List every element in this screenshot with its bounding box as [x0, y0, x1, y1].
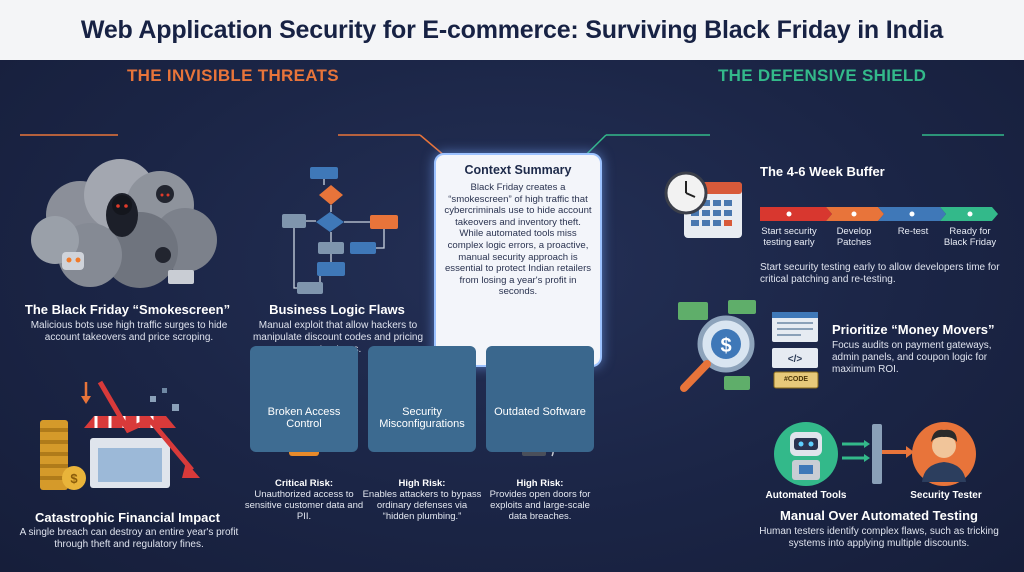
context-summary-box: Context Summary Black Friday creates a “…: [434, 153, 602, 367]
risk-misconfig: High Risk: Enables attackers to bypass o…: [362, 478, 482, 522]
logic-flaws-title: Business Logic Flaws: [269, 302, 405, 317]
timeline-step-3: Re-test: [897, 226, 929, 237]
smoke-cloud-icon: [31, 159, 217, 288]
svg-text:$: $: [720, 335, 731, 357]
smokescreen-desc: Malicious bots use high traffic surges t…: [30, 320, 228, 343]
smokescreen-title: The Black Friday “Smokescreen”: [24, 302, 231, 317]
threats-heading: THE INVISIBLE THREATS: [127, 66, 339, 85]
page-title: Web Application Security for E-commerce:…: [80, 15, 944, 44]
risk-desc: Unauthorized access to sensitive custome…: [244, 489, 364, 522]
code-tag-label: #CODE: [783, 376, 809, 383]
header-bar: Web Application Security for E-commerce:…: [0, 0, 1024, 60]
card-title: Broken Access Control: [267, 406, 341, 430]
money-movers-title: Prioritize “Money Movers”: [832, 322, 995, 337]
timeline-step-4: Ready for Black Friday: [943, 226, 997, 248]
risk-outdated: High Risk: Provides open doors for explo…: [480, 478, 600, 522]
impact-desc: A single breach can destroy an entire ye…: [19, 527, 239, 550]
shield-heading: THE DEFENSIVE SHIELD: [718, 66, 927, 85]
card-title: Security Misconfigurations: [379, 406, 465, 430]
timeline-arrow: [760, 207, 998, 221]
risk-level: Critical Risk:: [274, 478, 334, 489]
automated-tools-label: Automated Tools: [765, 490, 847, 501]
manual-testing-desc: Human testers identify complex flaws, su…: [759, 526, 999, 549]
calendar-clock-icon: [664, 171, 742, 238]
security-tester-label: Security Tester: [910, 490, 982, 501]
risk-desc: Provides open doors for exploits and lar…: [489, 489, 591, 522]
money-movers-desc: Focus audits on payment gateways, admin …: [832, 340, 992, 375]
card-broken-access: Broken Access Control: [250, 346, 358, 452]
magnifier-dollar-icon: $ </>: [678, 300, 819, 392]
context-body: Black Friday creates a “smokescreen” of …: [444, 182, 592, 298]
logic-flowchart-icon: [282, 167, 398, 294]
buffer-desc: Start security testing early to allow de…: [760, 262, 1000, 285]
robot-icon: [774, 422, 838, 486]
timeline-step-2: Develop Patches: [836, 226, 872, 248]
financial-crash-icon: $: [40, 380, 200, 490]
risk-desc: Enables attackers to bypass ordinary def…: [362, 489, 482, 522]
context-title: Context Summary: [464, 163, 572, 177]
manual-testing-title: Manual Over Automated Testing: [780, 508, 978, 523]
svg-text:</>: </>: [788, 354, 803, 365]
card-misconfig: Security Misconfigurations: [368, 346, 476, 452]
risk-level: High Risk:: [398, 478, 446, 489]
arrows-shield-icon: [842, 424, 914, 484]
svg-text:$: $: [70, 471, 78, 486]
timeline-step-1: Start security testing early: [761, 226, 817, 248]
card-outdated: Outdated Software: [486, 346, 594, 452]
buffer-title: The 4-6 Week Buffer: [760, 164, 885, 179]
card-title: Outdated Software: [494, 406, 586, 418]
impact-title: Catastrophic Financial Impact: [35, 510, 220, 525]
risk-level: High Risk:: [516, 478, 564, 489]
risk-broken-access: Critical Risk: Unauthorized access to se…: [244, 478, 364, 522]
security-tester-icon: [912, 422, 976, 486]
